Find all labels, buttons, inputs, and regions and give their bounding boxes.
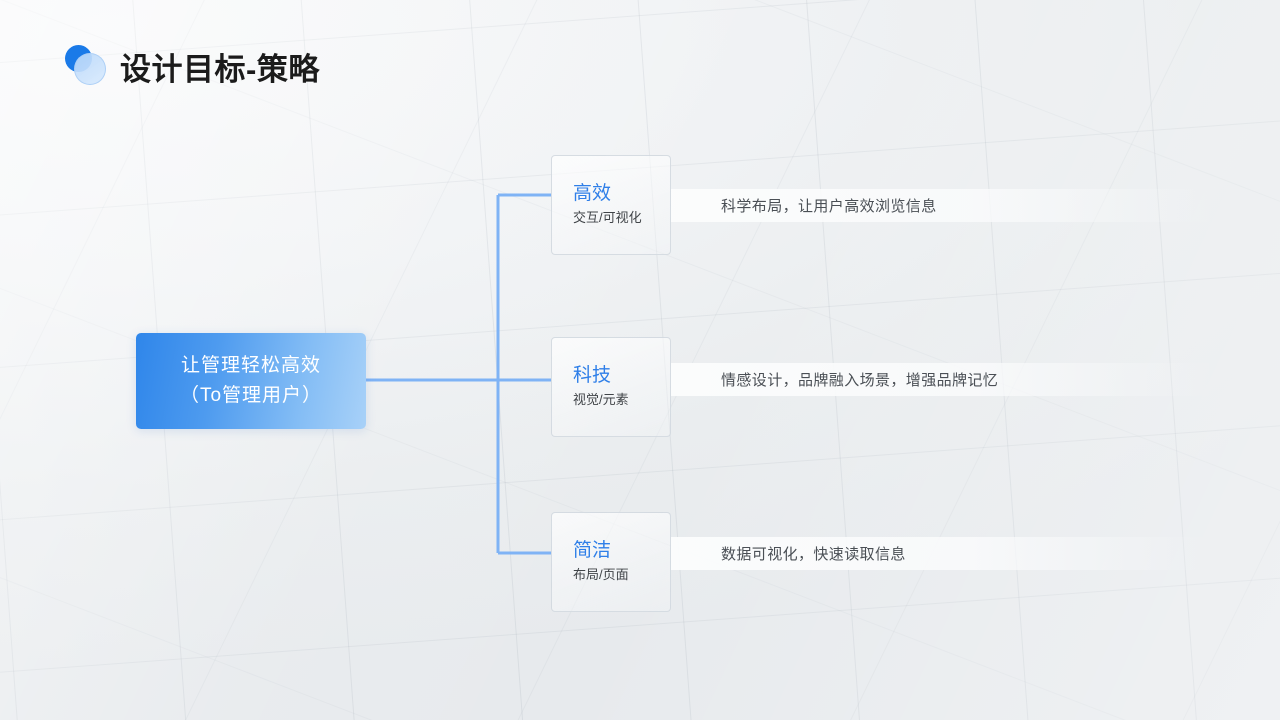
branch-description-2: 情感设计，品牌融入场景，增强品牌记忆 [721, 372, 999, 389]
slide-header: 设计目标-策略 [62, 38, 320, 94]
branch-card-3[interactable]: 简洁 布局/页面 [551, 512, 671, 612]
branch-subtitle-1: 交互/可视化 [573, 210, 642, 225]
branch-title-2: 科技 [573, 365, 612, 386]
two-overlapping-circles-icon [62, 41, 112, 91]
branch-subtitle-3: 布局/页面 [573, 567, 629, 582]
root-node[interactable]: 让管理轻松高效 （To管理用户） [136, 333, 366, 429]
branch-card-1[interactable]: 高效 交互/可视化 [551, 155, 671, 255]
branch-card-2[interactable]: 科技 视觉/元素 [551, 337, 671, 437]
branch-description-strip-3: 数据可视化，快速读取信息 [671, 537, 1217, 570]
circle-ghost-icon [74, 53, 106, 85]
root-node-line-2: （To管理用户） [179, 385, 323, 406]
branch-description-strip-2: 情感设计，品牌融入场景，增强品牌记忆 [671, 363, 1217, 396]
page-title: 设计目标-策略 [120, 51, 320, 87]
branch-title-1: 高效 [573, 183, 612, 204]
root-node-line-1: 让管理轻松高效 [180, 355, 321, 376]
branch-description-1: 科学布局，让用户高效浏览信息 [721, 198, 937, 215]
branch-description-strip-1: 科学布局，让用户高效浏览信息 [671, 189, 1217, 222]
branch-description-3: 数据可视化，快速读取信息 [721, 546, 906, 563]
branch-title-3: 简洁 [573, 540, 612, 561]
branch-subtitle-2: 视觉/元素 [573, 392, 629, 407]
